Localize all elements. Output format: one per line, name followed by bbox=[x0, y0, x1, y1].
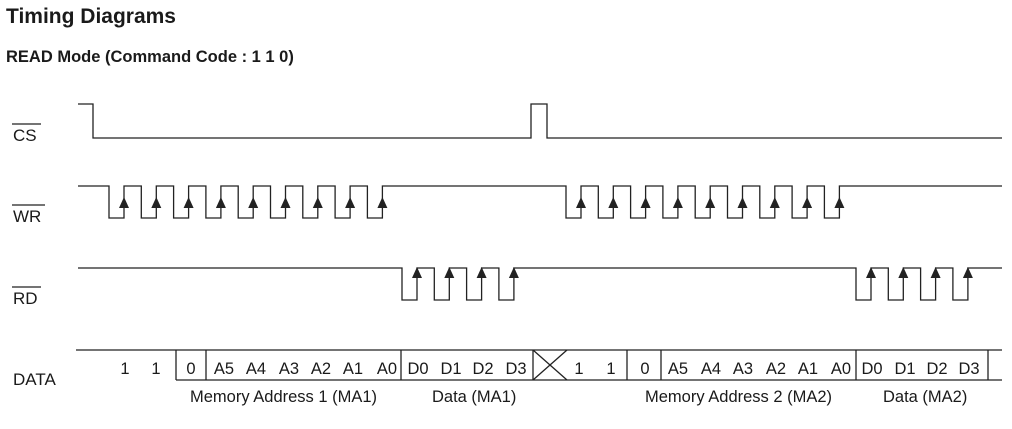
address-bit: A5 bbox=[214, 360, 234, 378]
memory-address-label: Memory Address 2 (MA2) bbox=[645, 388, 832, 406]
rd-rising-edge-arrow bbox=[866, 267, 876, 278]
wr-rising-edge-arrow bbox=[151, 197, 162, 208]
rd-rising-edge-arrow bbox=[476, 267, 487, 278]
frame-2: 1 1 0 A5 A4 A3 A2 A1 A0 D0 D1 D2 D3 Memo… bbox=[574, 360, 979, 406]
wr-rising-edge-arrow bbox=[280, 197, 291, 208]
address-bit: A3 bbox=[279, 360, 299, 378]
rd-rising-edge-arrow bbox=[508, 267, 519, 278]
address-bit: A5 bbox=[668, 360, 688, 378]
rd-waveform bbox=[78, 267, 1002, 301]
data-bus bbox=[76, 349, 1002, 381]
wr-signal-label: WR bbox=[13, 207, 41, 226]
wr-rising-edge-arrow bbox=[576, 197, 586, 208]
data-signal-label: DATA bbox=[13, 370, 56, 389]
data-bit: D2 bbox=[472, 360, 493, 378]
address-bit: A3 bbox=[733, 360, 753, 378]
wr-rising-edge-arrow bbox=[737, 197, 748, 208]
wr-rising-edge-arrow bbox=[119, 197, 129, 208]
address-bit: A2 bbox=[766, 360, 786, 378]
wr-rising-edge-arrow bbox=[608, 197, 619, 208]
rd-rising-edge-arrow bbox=[930, 267, 941, 278]
data-group-label: Data (MA1) bbox=[432, 388, 516, 406]
mode-subtitle: READ Mode (Command Code : 1 1 0) bbox=[6, 48, 294, 66]
address-bit: A2 bbox=[311, 360, 331, 378]
wr-rising-edge-arrow bbox=[183, 197, 194, 208]
wr-rising-edge-arrow bbox=[705, 197, 716, 208]
cs-waveform bbox=[78, 103, 1002, 139]
data-group-label: Data (MA2) bbox=[883, 388, 967, 406]
command-bit: 1 bbox=[574, 360, 583, 378]
wr-rising-edge-arrow bbox=[215, 197, 226, 208]
rd-arrows bbox=[412, 267, 973, 278]
address-bit: A4 bbox=[701, 360, 721, 378]
address-bit: A1 bbox=[343, 360, 363, 378]
rd-signal-label: RD bbox=[13, 289, 38, 308]
wr-rising-edge-arrow bbox=[769, 197, 780, 208]
rd-rising-edge-arrow bbox=[898, 267, 909, 278]
wr-rising-edge-arrow bbox=[640, 197, 651, 208]
wr-rising-edge-arrow bbox=[248, 197, 259, 208]
data-bit: D1 bbox=[440, 360, 461, 378]
command-bit: 0 bbox=[186, 360, 195, 378]
wr-rising-edge-arrow bbox=[802, 197, 813, 208]
rd-rising-edge-arrow bbox=[962, 267, 973, 278]
address-bit: A1 bbox=[798, 360, 818, 378]
data-bit: D3 bbox=[505, 360, 526, 378]
address-bit: A4 bbox=[246, 360, 266, 378]
rd-rising-edge-arrow bbox=[444, 267, 455, 278]
wr-rising-edge-arrow bbox=[345, 197, 356, 208]
data-bit: D2 bbox=[926, 360, 947, 378]
page-title: Timing Diagrams bbox=[6, 5, 176, 28]
command-bit: 1 bbox=[120, 360, 129, 378]
command-bit: 1 bbox=[606, 360, 615, 378]
data-bit: D0 bbox=[407, 360, 428, 378]
data-bit: D1 bbox=[894, 360, 915, 378]
memory-address-label: Memory Address 1 (MA1) bbox=[190, 388, 377, 406]
address-bit: A0 bbox=[831, 360, 851, 378]
cs-signal-label: CS bbox=[13, 126, 37, 145]
wr-rising-edge-arrow bbox=[834, 197, 845, 208]
data-bit: D3 bbox=[958, 360, 979, 378]
address-bit: A0 bbox=[377, 360, 397, 378]
wr-arrows bbox=[119, 197, 845, 208]
wr-rising-edge-arrow bbox=[377, 197, 388, 208]
wr-rising-edge-arrow bbox=[312, 197, 323, 208]
wr-rising-edge-arrow bbox=[672, 197, 683, 208]
frame-1: 1 1 0 A5 A4 A3 A2 A1 A0 D0 D1 D2 D3 Memo… bbox=[120, 360, 526, 406]
command-bit: 1 bbox=[151, 360, 160, 378]
command-bit: 0 bbox=[640, 360, 649, 378]
rd-rising-edge-arrow bbox=[412, 267, 422, 278]
data-bit: D0 bbox=[861, 360, 882, 378]
wr-waveform bbox=[78, 185, 1002, 219]
